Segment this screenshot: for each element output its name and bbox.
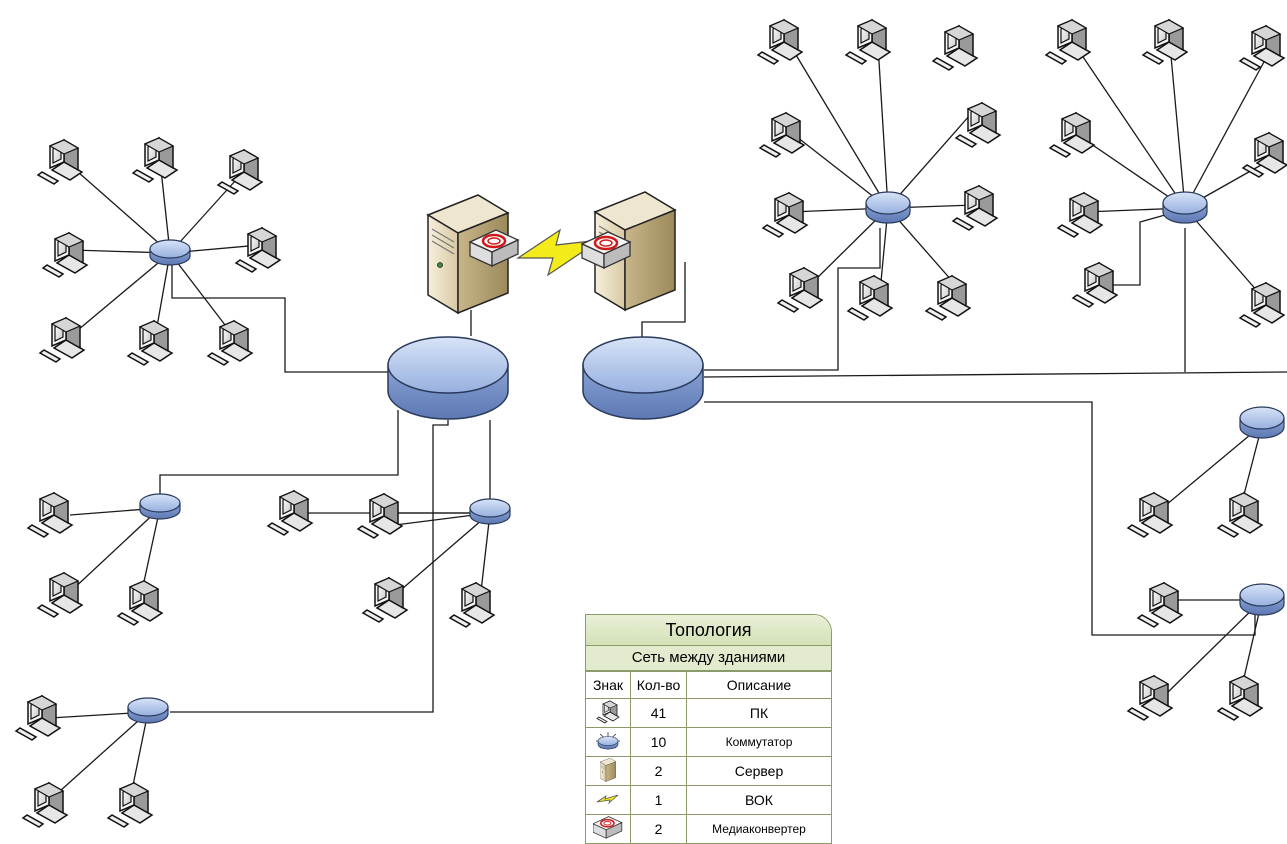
pc-icon: [1242, 132, 1287, 178]
legend-row: 10 Коммутатор: [586, 727, 831, 757]
servers: [427, 191, 676, 314]
legend-table: Топология Сеть между зданиями Знак Кол-в…: [585, 614, 832, 844]
row-description: Сервер: [686, 756, 831, 786]
legend-row: 1 ВОК: [586, 785, 831, 815]
pc-icon: [42, 232, 88, 278]
pc-icon: [235, 227, 281, 273]
pc-icon: [207, 320, 253, 366]
pc-icon: [1049, 112, 1095, 158]
pc-icon: [932, 25, 978, 71]
core-switch-icon: [582, 336, 704, 420]
pc-icon: [1127, 492, 1173, 538]
pc-icon: [1142, 19, 1188, 65]
pc-icon: [37, 572, 83, 618]
pc-icon: [1057, 192, 1103, 238]
legend-title: Топология: [586, 615, 831, 646]
pc-icon: [1239, 282, 1285, 328]
pc-icon: [1217, 492, 1263, 538]
pc-icon: [1127, 675, 1173, 721]
row-description: ПК: [686, 698, 831, 728]
pc-icon: [1072, 262, 1118, 308]
pc-icon: [107, 782, 153, 828]
pc-icon: [1239, 25, 1285, 71]
pc-icon: [39, 317, 85, 363]
media-converter-icon: [586, 814, 631, 843]
pc-icon: [586, 698, 631, 728]
pc-icon: [362, 577, 408, 623]
server-icon: [586, 756, 631, 786]
legend-subtitle: Сеть между зданиями: [586, 646, 831, 671]
pc-icon: [22, 782, 68, 828]
pc-icon: [37, 139, 83, 185]
switch-icon: [1239, 406, 1285, 439]
pc-icon: [757, 19, 803, 65]
pc-icon: [27, 492, 73, 538]
row-description: Медиаконвертер: [686, 814, 831, 843]
fiber-link-icon: [586, 785, 631, 815]
row-count: 1: [630, 785, 687, 815]
legend-header-row: Знак Кол-во Описание: [586, 671, 831, 699]
switch-icon: [469, 498, 511, 525]
header-sign: Знак: [586, 671, 631, 699]
header-description: Описание: [686, 671, 831, 699]
row-count: 10: [630, 727, 687, 757]
legend-grid: Знак Кол-во Описание 41 ПК 10 Комм: [586, 671, 831, 843]
pc-icon: [449, 582, 495, 628]
pc-icon: [759, 112, 805, 158]
header-count: Кол-во: [630, 671, 687, 699]
pc-icon: [267, 490, 313, 536]
switch-icon: [139, 493, 181, 520]
pc-icon: [925, 275, 971, 321]
row-count: 2: [630, 756, 687, 786]
pc-icon: [127, 320, 173, 366]
pc-icon: [357, 493, 403, 539]
pc-icon: [955, 102, 1001, 148]
pc-icon: [15, 695, 61, 741]
pc-icon: [1217, 675, 1263, 721]
pc-icon: [847, 275, 893, 321]
switch-icon: [865, 191, 911, 224]
legend-row: 41 ПК: [586, 698, 831, 728]
pc-icon: [777, 267, 823, 313]
core-switch-icon: [387, 336, 509, 420]
pc-icon: [132, 137, 178, 183]
switch-icon: [1239, 583, 1285, 616]
row-description: ВОК: [686, 785, 831, 815]
pc-icon: [952, 185, 998, 231]
row-count: 2: [630, 814, 687, 843]
pc-icon: [845, 19, 891, 65]
pc-icon: [217, 149, 263, 195]
pc-icon: [1137, 582, 1183, 628]
switch-icon: [1162, 191, 1208, 224]
row-count: 41: [630, 698, 687, 728]
switch-icon: [127, 697, 169, 724]
legend-row: 2 Медиаконвертер: [586, 814, 831, 843]
row-description: Коммутатор: [686, 727, 831, 757]
pc-icon: [762, 192, 808, 238]
pc-icon: [117, 580, 163, 626]
switch-icon: [149, 239, 191, 266]
switch-icon: [586, 727, 631, 757]
legend-row: 2 Сервер: [586, 756, 831, 786]
